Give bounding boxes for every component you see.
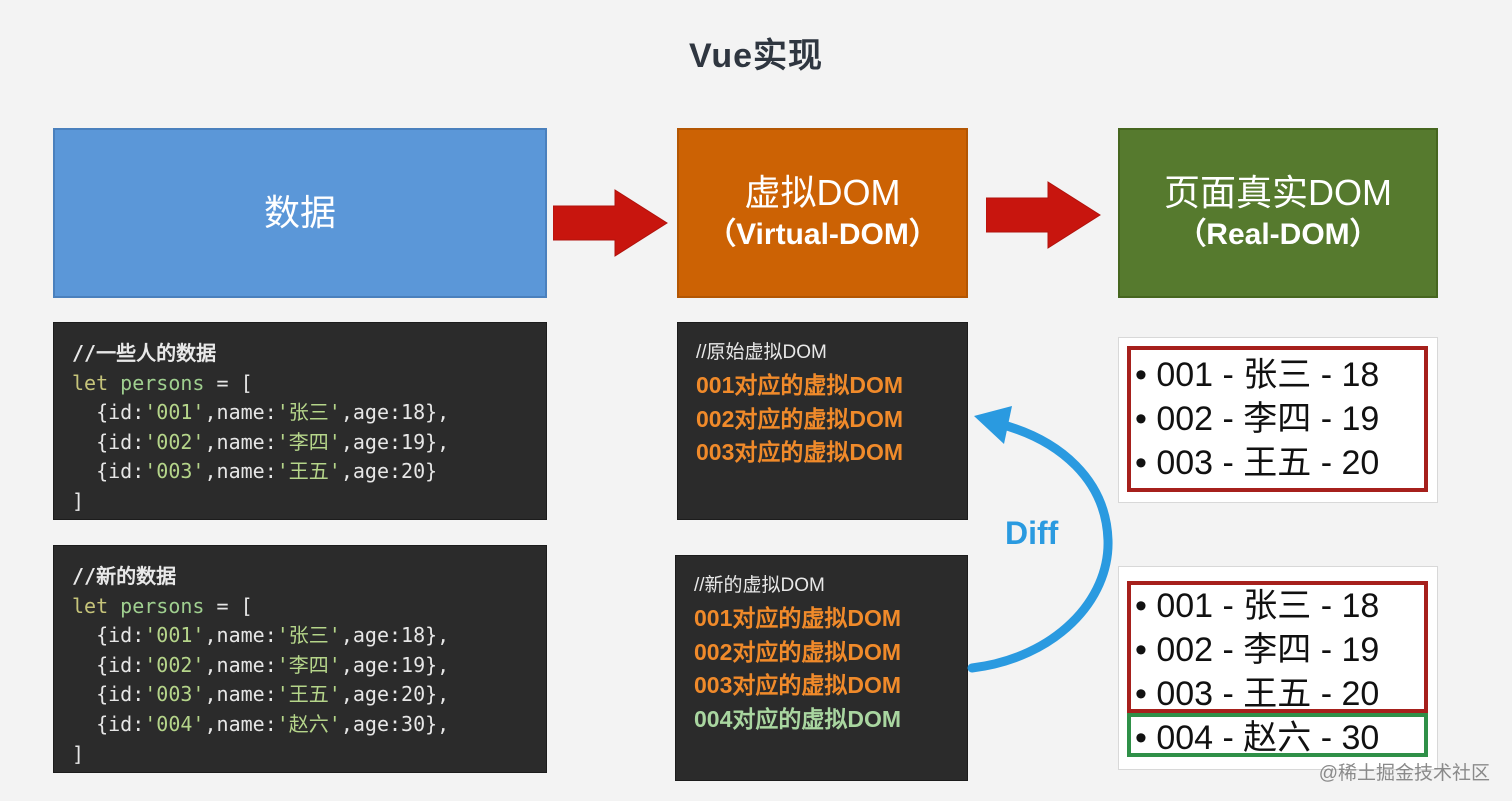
data-box: 数据	[53, 128, 547, 298]
code-row: {id:'001',name:'张三',age:18},	[96, 623, 450, 648]
vdom-comment: //原始虚拟DOM	[696, 342, 827, 363]
code-row: {id:'003',name:'王五',age:20},	[96, 682, 450, 707]
real-dom-list-item: • 003 - 王五 - 20	[1135, 444, 1380, 482]
new-vdom-panel: //新的虚拟DOM 001对应的虚拟DOM 002对应的虚拟DOM 003对应的…	[675, 555, 968, 781]
virtual-dom-box-label: 虚拟DOM	[744, 172, 901, 213]
code-row: {id:'003',name:'王五',age:20}	[96, 459, 438, 484]
code-variable: persons	[108, 593, 205, 618]
real-dom-list-item: • 001 - 张三 - 18	[1135, 587, 1380, 625]
vdom-item: 001对应的虚拟DOM	[696, 372, 904, 398]
real-dom-list-item: • 001 - 张三 - 18	[1135, 356, 1380, 394]
vdom-item: 003对应的虚拟DOM	[696, 439, 904, 465]
reused-nodes-frame	[1127, 581, 1428, 713]
code-close: ]	[72, 741, 85, 766]
diff-label: Diff	[1005, 515, 1059, 551]
code-row: {id:'002',name:'李四',age:19},	[96, 652, 450, 677]
original-vdom-panel: //原始虚拟DOM 001对应的虚拟DOM 002对应的虚拟DOM 003对应的…	[677, 322, 968, 520]
real-dom-list-item: • 003 - 王五 - 20	[1135, 675, 1380, 713]
code-comment: //新的数据	[72, 564, 177, 588]
watermark: @稀土掘金技术社区	[1318, 763, 1490, 784]
diff-curved-arrow-icon	[967, 406, 1113, 673]
added-node-frame	[1127, 713, 1428, 757]
virtual-dom-box: 虚拟DOM （Virtual-DOM）	[677, 128, 968, 298]
vdom-comment: //新的虚拟DOM	[694, 575, 825, 596]
data-box-label: 数据	[263, 192, 336, 233]
vdom-item: 003对应的虚拟DOM	[694, 672, 902, 698]
page-title: Vue实现	[688, 37, 824, 75]
code-comment: //一些人的数据	[72, 341, 217, 365]
code-assign: = [	[204, 593, 253, 618]
real-dom-box: 页面真实DOM （Real-DOM）	[1118, 128, 1438, 298]
code-close: ]	[72, 488, 85, 513]
real-dom-list-item: • 002 - 李四 - 19	[1135, 400, 1380, 438]
code-keyword: let	[72, 593, 109, 618]
new-data-code: //新的数据 let persons = [ {id:'001',name:'张…	[53, 545, 547, 773]
original-real-dom-panel: • 001 - 张三 - 18 • 002 - 李四 - 19 • 003 - …	[1118, 337, 1438, 503]
code-keyword: let	[72, 370, 109, 395]
vdom-item: 001对应的虚拟DOM	[694, 605, 902, 631]
arrow-vdom-to-real-icon	[986, 181, 1101, 249]
vdom-item: 002对应的虚拟DOM	[694, 638, 902, 665]
new-real-dom-panel: • 001 - 张三 - 18 • 002 - 李四 - 19 • 003 - …	[1118, 566, 1438, 770]
vdom-new-item: 004对应的虚拟DOM	[694, 705, 902, 732]
real-dom-box-label: 页面真实DOM	[1164, 172, 1392, 213]
vdom-item: 002对应的虚拟DOM	[696, 405, 904, 432]
code-row: {id:'002',name:'李四',age:19},	[96, 429, 450, 454]
code-row: {id:'004',name:'赵六',age:30},	[96, 711, 450, 736]
virtual-dom-box-sublabel: （Virtual-DOM）	[706, 218, 939, 251]
real-dom-box-sublabel: （Real-DOM）	[1176, 218, 1380, 251]
code-assign: = [	[204, 370, 253, 395]
arrow-data-to-vdom-icon	[553, 189, 668, 257]
real-dom-list-item: • 002 - 李四 - 19	[1135, 631, 1380, 669]
code-variable: persons	[108, 370, 205, 395]
code-row: {id:'001',name:'张三',age:18},	[96, 400, 450, 425]
reused-nodes-frame	[1127, 346, 1428, 492]
real-dom-added-item: • 004 - 赵六 - 30	[1135, 719, 1380, 757]
original-data-code: //一些人的数据 let persons = [ {id:'001',name:…	[53, 322, 547, 520]
